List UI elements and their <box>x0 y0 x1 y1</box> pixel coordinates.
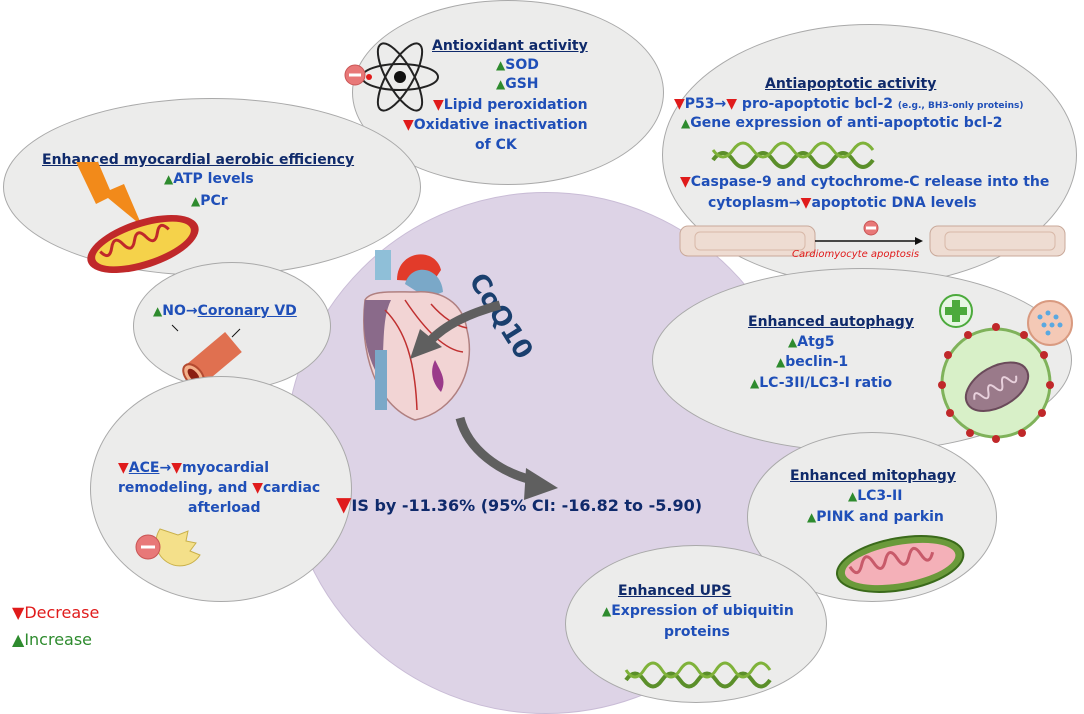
dna-helix-icon <box>624 661 772 689</box>
decrease-arrow-icon: ▼ <box>674 96 685 112</box>
autophagy-item-beclin: ▲beclin-1 <box>776 354 849 370</box>
mitophagy-title: Enhanced mitophagy <box>790 468 956 484</box>
antiapoptotic-note: (e.g., BH3-only proteins) <box>897 101 1024 111</box>
antiapoptotic-line3: ▼Caspase-9 and cytochrome-C release into… <box>680 174 1050 190</box>
antiapoptotic-title: Antiapoptotic activity <box>765 76 937 92</box>
increase-arrow-icon: ▲ <box>12 630 25 649</box>
antiapoptotic-caption: Cardiomyocyte apoptosis <box>792 249 920 260</box>
aerobic-item-pcr: ▲PCr <box>191 193 228 209</box>
increase-arrow-icon: ▲ <box>848 489 858 503</box>
decrease-arrow-icon: ▼ <box>118 460 129 476</box>
antioxidant-item-oxidative: ▼Oxidative inactivation <box>403 117 588 133</box>
increase-arrow-icon: ▲ <box>788 335 798 349</box>
legend-increase: ▲Increase <box>12 630 93 649</box>
antioxidant-item-gsh: ▲GSH <box>496 76 539 92</box>
arrow-to-result-icon <box>455 416 558 500</box>
mitophagy-item-lc3: ▲LC3-II <box>848 488 903 504</box>
antioxidant-item-sod: ▲SOD <box>496 57 539 73</box>
dna-helix-icon <box>711 141 875 169</box>
coronary-bubble <box>133 262 331 390</box>
antiapoptotic-line1: ▼P53→▼ pro-apoptotic bcl-2 (e.g., BH3-on… <box>674 96 1024 112</box>
antiapoptotic-line2: ▲Gene expression of anti-apoptotic bcl-2 <box>681 115 1003 131</box>
autophagy-title: Enhanced autophagy <box>748 314 914 330</box>
cardiomyocyte-cells-icon <box>679 220 1066 257</box>
decrease-arrow-icon: ▼ <box>12 603 25 622</box>
antioxidant-item-lipid: ▼Lipid peroxidation <box>433 97 588 113</box>
decrease-arrow-icon: ▼ <box>800 195 812 211</box>
ace-line1: ▼ACE→▼myocardial <box>118 460 270 476</box>
increase-arrow-icon: ▲ <box>496 58 506 72</box>
ups-line1: ▲Expression of ubiquitin <box>602 603 794 619</box>
decrease-arrow-icon: ▼ <box>403 117 414 133</box>
decrease-arrow-icon: ▼ <box>336 492 352 516</box>
mitochondrion-icon <box>835 535 965 593</box>
coronary-label: ▲NO→Coronary VD <box>153 303 297 319</box>
ups-title: Enhanced UPS <box>618 583 732 599</box>
autophagy-item-atg5: ▲Atg5 <box>788 334 835 350</box>
lightning-icon <box>76 162 142 226</box>
ups-bubble <box>565 545 827 703</box>
autophagy-item-lc3: ▲LC-3II/LC3-I ratio <box>750 375 893 391</box>
aerobic-title: Enhanced myocardial aerobic efficiency <box>42 152 355 168</box>
increase-arrow-icon: ▲ <box>776 355 786 369</box>
increase-arrow-icon: ▲ <box>496 77 506 91</box>
decrease-arrow-icon: ▼ <box>726 96 738 112</box>
increase-arrow-icon: ▲ <box>681 116 691 130</box>
ace-line2: remodeling, and ▼cardiac <box>118 480 321 496</box>
legend-decrease: ▼Decrease <box>12 603 100 622</box>
antioxidant-title: Antioxidant activity <box>432 38 588 54</box>
increase-arrow-icon: ▲ <box>750 376 760 390</box>
atom-icon <box>344 42 439 112</box>
ace-line3: afterload <box>188 500 261 516</box>
enzyme-inhibitor-icon <box>135 528 201 567</box>
aerobic-item-atp: ▲ATP levels <box>164 171 254 187</box>
antiapoptotic-line4: cytoplasm→▼apoptotic DNA levels <box>708 195 977 211</box>
arrow-to-heart-icon <box>410 300 502 359</box>
increase-arrow-icon: ▲ <box>191 194 201 208</box>
increase-arrow-icon: ▲ <box>807 510 817 524</box>
decrease-arrow-icon: ▼ <box>680 174 691 190</box>
antioxidant-item-ck: of CK <box>475 137 517 153</box>
ace-bubble <box>90 376 352 602</box>
ups-line2: proteins <box>664 624 730 640</box>
result-text: ▼IS by -11.36% (95% CI: -16.82 to -5.90) <box>336 492 703 516</box>
decrease-arrow-icon: ▼ <box>252 480 263 496</box>
increase-arrow-icon: ▲ <box>164 172 174 186</box>
increase-arrow-icon: ▲ <box>602 604 612 618</box>
increase-arrow-icon: ▲ <box>153 304 163 318</box>
mitophagy-item-pink: ▲PINK and parkin <box>807 509 944 525</box>
mitochondrion-icon <box>87 214 199 274</box>
decrease-arrow-icon: ▼ <box>171 460 182 476</box>
decrease-arrow-icon: ▼ <box>433 97 444 113</box>
autophagosome-icon <box>938 294 1073 443</box>
